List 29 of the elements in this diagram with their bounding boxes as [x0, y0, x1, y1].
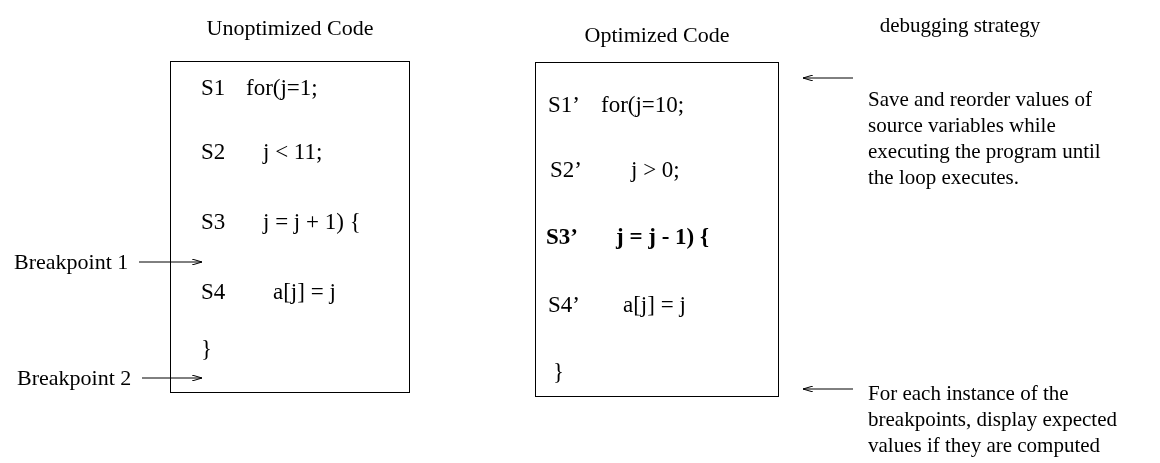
statement-label: S2’ [550, 156, 582, 184]
code-line: a[j] = j [273, 279, 336, 304]
annotation-text: Breakpoint 2 [17, 365, 141, 391]
code-line: j = j + 1) { [263, 209, 361, 234]
statement-label: S4 [201, 278, 226, 306]
statement-label: S1 [201, 74, 226, 102]
code-line: j > 0; [631, 157, 680, 182]
annotation-text: For each instance of the breakpoints, display expected values if they are computed [868, 380, 1158, 458]
arrow [802, 385, 854, 393]
column-heading: debugging strategy [878, 12, 1042, 38]
code-line: j < 11; [263, 139, 323, 164]
code-line: for(j=10; [601, 92, 685, 117]
panel-heading: Optimized Code [584, 22, 730, 47]
statement-label: S3 [201, 208, 226, 236]
arrow [802, 74, 854, 82]
arrow [138, 258, 203, 266]
closing-brace: } [201, 335, 213, 363]
panel-heading: Unoptimized Code [206, 15, 374, 40]
statement-label: S2 [201, 138, 226, 166]
closing-brace: } [553, 358, 565, 386]
arrow [141, 374, 203, 382]
statement-label: S1’ [548, 91, 580, 119]
code-line: a[j] = j [623, 292, 686, 317]
annotation-text: Save and reorder values of source variables while executing the program until the loop executes. [868, 86, 1118, 190]
code-line: j = j - 1) { [616, 224, 710, 249]
statement-label: S4’ [548, 291, 580, 319]
statement-label: S3’ [546, 223, 578, 251]
code-line: for(j=1; [246, 75, 318, 100]
annotation-text: Breakpoint 1 [14, 249, 138, 275]
